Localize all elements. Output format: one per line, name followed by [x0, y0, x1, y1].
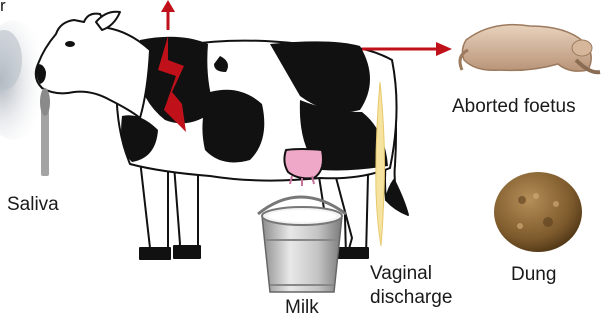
milk-label: Milk: [285, 297, 319, 319]
vaginal-discharge-line1: Vaginal: [370, 262, 482, 286]
cow-illustration: [36, 12, 408, 259]
dung-image: [494, 172, 582, 252]
top-left-text-fragment: r: [0, 0, 6, 16]
vaginal-discharge-line2: discharge: [370, 286, 482, 310]
milk-bucket-icon: [258, 197, 346, 292]
saliva-swab-icon: [40, 88, 50, 176]
dung-label: Dung: [511, 264, 556, 286]
vaginal-discharge-label: Vaginal discharge: [370, 262, 482, 310]
aborted-foetus-image: [460, 25, 600, 73]
aborted-foetus-label: Aborted foetus: [452, 96, 576, 118]
upward-arrow: [161, 0, 175, 30]
saliva-label: Saliva: [7, 194, 59, 216]
